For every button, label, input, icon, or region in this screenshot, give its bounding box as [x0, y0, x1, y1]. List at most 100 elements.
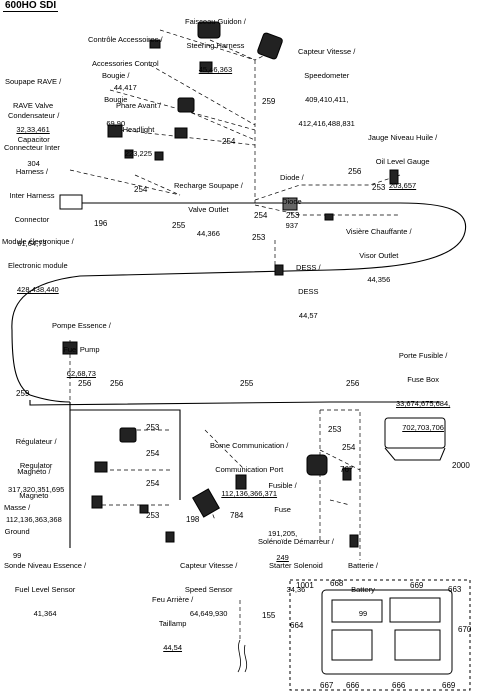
label-capacitor-ref: 304 [27, 159, 40, 168]
label-capacitor-en: Capacitor [17, 135, 50, 144]
wire-number: 254 [254, 211, 268, 220]
label-taillamp-en: Taillamp [158, 619, 187, 628]
label-fusebox-en: Fuse Box [407, 375, 439, 384]
label-valveoutlet-en: Valve Outlet [188, 205, 229, 214]
label-capacitor: Condensateur / Capacitor 304 [8, 96, 59, 176]
label-fuse-fr: Fusible / [268, 481, 297, 490]
label-oilgauge-ref: 203,657 [389, 181, 417, 190]
label-accessories-ref: 44,417 [113, 83, 137, 92]
wire-number: 784 [230, 511, 244, 520]
label-bougie: Bougie / Bougie 69,90 [102, 56, 130, 136]
label-bougie-ref: 69,90 [106, 119, 126, 128]
label-fuse-ref: 191,205, [268, 529, 298, 538]
wire-number: 196 [94, 219, 108, 228]
label-headlight-en: Headlight [122, 125, 155, 134]
wire-number: 767 [340, 465, 354, 474]
label-fuelpump-en: Fuel Pump [63, 345, 100, 354]
wire-number: 256 [110, 379, 124, 388]
label-fuse-box: Porte Fusible / Fuse Box 33,674,675,684,… [396, 336, 450, 440]
label-oilgauge-fr: Jauge Niveau Huile / [368, 133, 438, 142]
label-fuel-pump: Pompe Essence / Fuel Pump 62,68,73 [52, 306, 111, 386]
label-dess-en: DESS [298, 287, 319, 296]
label-comm-en: Communication Port [215, 465, 284, 474]
wire-number: 259 [262, 97, 276, 106]
wire-number: 2000 [452, 461, 470, 470]
label-steering-harness: Faisceau Guidon / Steering Harness 45,46… [185, 2, 246, 82]
label-fuelpump-ref: 62,68,73 [66, 369, 96, 378]
label-valve-outlet: Recharge Soupape / Valve Outlet 44,366 [174, 166, 243, 246]
label-ground-ref: 99 [12, 551, 22, 560]
label-speed-sensor: Capteur Vitesse / Speed Sensor 64,649,93… [180, 546, 237, 626]
label-taillamp-ref: 44,54 [163, 643, 183, 652]
wire-number: 155 [262, 611, 276, 620]
label-rave-valve: Soupape RAVE / RAVE Valve 32,33,461 [5, 62, 61, 142]
wire-number: 253 [286, 211, 300, 220]
label-connector-en2: Connector [14, 215, 50, 224]
label-speedometer-fr: Capteur Vitesse / [298, 47, 356, 56]
label-bougie-fr: Bougie / [102, 71, 130, 80]
label-diode: Diode / Diode 937 [280, 158, 304, 238]
wire-number: 256 [78, 379, 92, 388]
wire-number: 256 [346, 379, 360, 388]
label-electronic-module: Module électronique / Electronic module … [2, 222, 74, 302]
label-inter-harness-connector: Connecteur Inter Harness / Inter Harness… [4, 128, 60, 256]
label-rave-fr: Soupape RAVE / [5, 77, 62, 86]
label-dess-ref: 44,57 [298, 311, 318, 320]
label-fuelpump-fr: Pompe Essence / [52, 321, 111, 330]
part-number: 669 [410, 581, 424, 590]
label-visor-outlet: Visière Chauffante / Visor Outlet 44,356 [346, 212, 412, 292]
wire-number: 253 [252, 233, 266, 242]
label-steering-en: Steering Harness [186, 41, 245, 50]
part-number: 670 [458, 625, 472, 634]
label-starter-solenoid: Solénoïde Démarreur / Starter Solenoid 3… [258, 522, 334, 602]
label-ground-fr: Masse / [4, 503, 31, 512]
part-number: 664 [290, 621, 304, 630]
label-oilgauge-en: Oil Level Gauge [375, 157, 430, 166]
part-number: 667 [320, 681, 334, 690]
label-fuelsensor-en: Fuel Level Sensor [14, 585, 76, 594]
label-visor-ref: 44,356 [367, 275, 391, 284]
wire-number: 254 [222, 137, 236, 146]
label-rave-en: RAVE Valve [13, 101, 54, 110]
label-speedsensor-fr: Capteur Vitesse / [180, 561, 238, 570]
label-battery-en: Battery [351, 585, 375, 594]
label-fuelsensor-fr: Sonde Niveau Essence / [4, 561, 87, 570]
label-battery-fr: Batterie / [348, 561, 379, 570]
part-number: 666 [392, 681, 406, 690]
label-headlight: Phare Avant / Headlight 223,225 [116, 86, 161, 166]
label-connector-fr1: Connecteur Inter [4, 143, 60, 152]
label-communication-port: Borne Communication / Communication Port… [210, 426, 288, 506]
label-ecu-fr: Module électronique / [2, 237, 74, 246]
wire-number: 253 [146, 511, 160, 520]
wire-number: 253 [372, 183, 386, 192]
label-fuse-ref2: 249 [276, 553, 289, 562]
label-accessories-en: Accessories Control [91, 59, 159, 68]
label-fusebox-fr: Porte Fusible / [398, 351, 448, 360]
label-battery-ref: 99 [358, 609, 368, 618]
label-fuelsensor-ref: 41,364 [33, 609, 57, 618]
label-diode-fr: Diode / [280, 173, 304, 182]
label-solenoid-en: Starter Solenoid [269, 561, 323, 570]
wire-number: 254 [146, 449, 160, 458]
label-diode-en: Diode [282, 197, 302, 206]
label-regulator-en: Regulator [19, 461, 53, 470]
label-dess: DESS / DESS 44,57 [296, 248, 321, 328]
label-visor-fr: Visière Chauffante / [346, 227, 412, 236]
label-speedsensor-ref: 64,649,930 [189, 609, 228, 618]
label-solenoid-fr: Solénoïde Démarreur / [258, 537, 334, 546]
part-number: 1001 [296, 581, 314, 590]
label-fuel-level-sensor: Sonde Niveau Essence / Fuel Level Sensor… [4, 546, 86, 626]
label-taillamp-fr: Feu Arrière / [152, 595, 194, 604]
label-speedometer-ref: 409,410,411, [305, 95, 349, 104]
label-magneto-en: Magneto [19, 491, 49, 500]
label-ecu-ref: 428,438,440 [17, 285, 59, 294]
label-regulator-fr: Régulateur / [15, 437, 57, 446]
wire-number: 253 [146, 423, 160, 432]
label-accessories-fr: Contrôle Accessoires / [88, 35, 163, 44]
wire-number: 259 [16, 389, 30, 398]
diagram-title: 600HO SDI [3, 0, 59, 12]
wire-number: 254 [146, 479, 160, 488]
label-visor-en: Visor Outlet [359, 251, 399, 260]
